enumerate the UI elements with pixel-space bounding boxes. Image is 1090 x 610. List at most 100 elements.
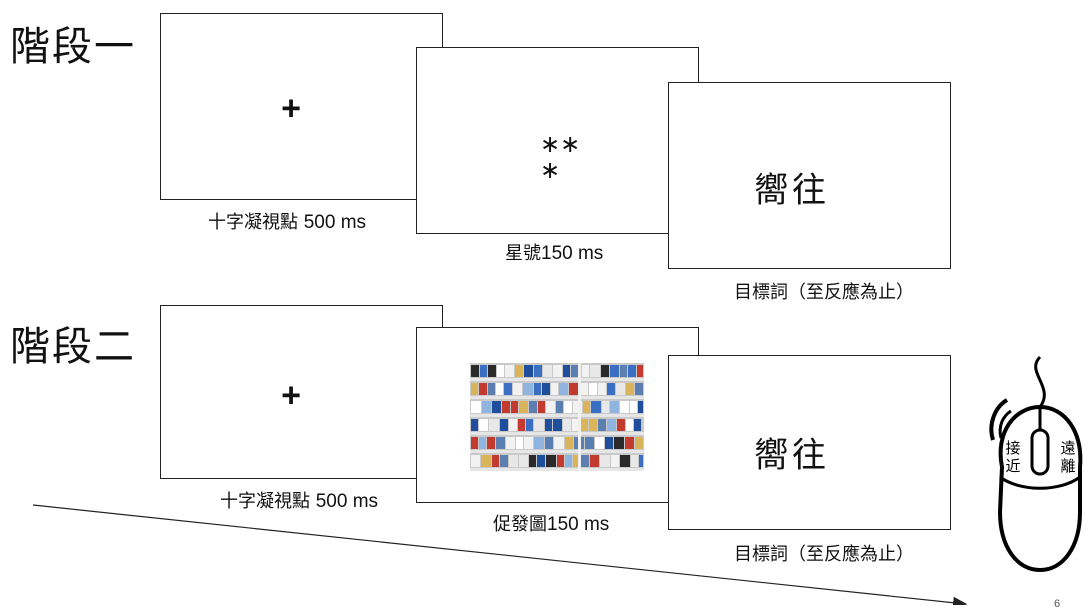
stage1-fixation-frame: + (160, 13, 443, 200)
cigarette-pack (481, 455, 491, 467)
cigarette-pack (589, 419, 597, 431)
stage1-target-frame: 嚮往 (668, 82, 951, 269)
target-word: 嚮往 (754, 170, 830, 211)
caption-text: 十字凝視點 (208, 212, 304, 233)
caption-text: 促發圖 (493, 514, 547, 535)
cigarette-pack (635, 383, 643, 395)
cigarette-pack (590, 365, 600, 377)
cigarette-pack (479, 383, 487, 395)
caption-duration: 150 ms (547, 514, 610, 535)
cigarette-pack (526, 419, 533, 431)
cigarette-pack (637, 365, 643, 377)
shelf-divider (578, 363, 581, 471)
cigarette-pack (502, 401, 510, 413)
cigarette-pack (471, 437, 478, 449)
cigarette-pack (529, 455, 536, 467)
cigarette-pack (500, 419, 508, 431)
cigarette-pack (553, 365, 562, 377)
cigarette-pack (563, 365, 570, 377)
caption-duration: 500 ms (315, 491, 379, 512)
cigarette-pack (529, 401, 537, 413)
cigarette-pack (551, 383, 558, 395)
cigarette-pack (542, 383, 550, 395)
cigarette-pack (479, 419, 488, 431)
stage1-stars-caption: 星號150 ms (505, 239, 603, 265)
caption-text: 十字凝視點 (220, 491, 316, 512)
caption-duration: 150 ms (541, 243, 604, 264)
target-word: 嚮往 (754, 435, 830, 476)
cigarette-pack (556, 401, 563, 413)
cigarette-pack (638, 401, 643, 413)
stage2-prime-frame (416, 327, 699, 503)
asterisk-row-1: ∗∗ (540, 130, 581, 158)
cigarette-pack (534, 419, 544, 431)
stage2-target-caption: 目標詞（至反應為止） (734, 544, 914, 565)
cigarette-pack (471, 365, 479, 377)
cigarette-pack (607, 419, 616, 431)
cigarette-pack (519, 401, 528, 413)
cigarette-pack (635, 437, 643, 449)
shelf-rail (470, 450, 644, 453)
cigarette-pack (471, 455, 480, 467)
stage1-stars-frame: ∗∗ ∗ (416, 47, 699, 234)
fixation-cross: + (281, 376, 301, 415)
cigarette-pack (534, 383, 541, 395)
cigarette-pack (500, 455, 508, 467)
cigarette-pack (610, 401, 619, 413)
mouse-icon: 接 近 遠 離 (989, 355, 1083, 573)
cigarette-pack (589, 383, 597, 395)
cigarette-pack (509, 455, 518, 467)
cigarette-pack (534, 365, 542, 377)
cigarette-pack (497, 365, 504, 377)
page-number: 6 (1054, 598, 1061, 610)
cigarette-pack (565, 437, 573, 449)
cigarette-pack (489, 419, 499, 431)
cigarette-pack (545, 419, 552, 431)
cigarette-pack (607, 383, 615, 395)
caption-text: 星號 (505, 243, 541, 264)
cigarette-pack (515, 365, 523, 377)
cigarette-pack (580, 383, 588, 395)
shelf-rail (470, 432, 644, 435)
cigarette-pack (488, 365, 496, 377)
stage1-target-caption: 目標詞（至反應為止） (734, 282, 914, 303)
cigarette-pack (563, 419, 571, 431)
cigarette-pack (557, 455, 564, 467)
cigarette-pack (571, 365, 581, 377)
cigarette-pack (583, 401, 590, 413)
cigarette-pack (496, 437, 505, 449)
stage2-fixation-caption: 十字凝視點 500 ms (220, 487, 378, 513)
cigarette-pack (511, 401, 518, 413)
cigarette-pack (506, 437, 515, 449)
cigarette-pack (595, 437, 604, 449)
cigarette-pack (480, 365, 487, 377)
cigarette-pack (505, 365, 514, 377)
cigarette-pack (471, 401, 481, 413)
cigarette-pack (565, 455, 572, 467)
shelf-rail (470, 414, 644, 417)
caption-duration: 500 ms (303, 212, 367, 233)
cigarette-pack (519, 455, 528, 467)
cigarette-pack (628, 365, 636, 377)
cigarette-pack (534, 437, 544, 449)
shelf-rail (470, 468, 644, 471)
cigarette-pack (625, 437, 634, 449)
stage-one-title: 階段一 (10, 24, 136, 70)
fixation-cross: + (281, 89, 301, 128)
cigarette-pack (573, 455, 580, 467)
cigarette-pack (488, 383, 495, 395)
mouse-left-label-2: 近 (1005, 457, 1020, 475)
cigarette-pack (639, 455, 643, 467)
cigarette-pack (546, 455, 556, 467)
stage1-fixation-caption: 十字凝視點 500 ms (208, 208, 366, 234)
cigarette-shelf-image (470, 363, 644, 471)
cigarette-pack (573, 401, 582, 413)
cigarette-pack (614, 437, 624, 449)
cigarette-pack (620, 365, 627, 377)
cigarette-pack (581, 419, 588, 431)
cigarette-pack (492, 401, 501, 413)
cigarette-pack (471, 383, 478, 395)
cigarette-pack (524, 365, 533, 377)
cigarette-pack (524, 437, 533, 449)
stage2-prime-caption: 促發圖150 ms (493, 510, 609, 536)
